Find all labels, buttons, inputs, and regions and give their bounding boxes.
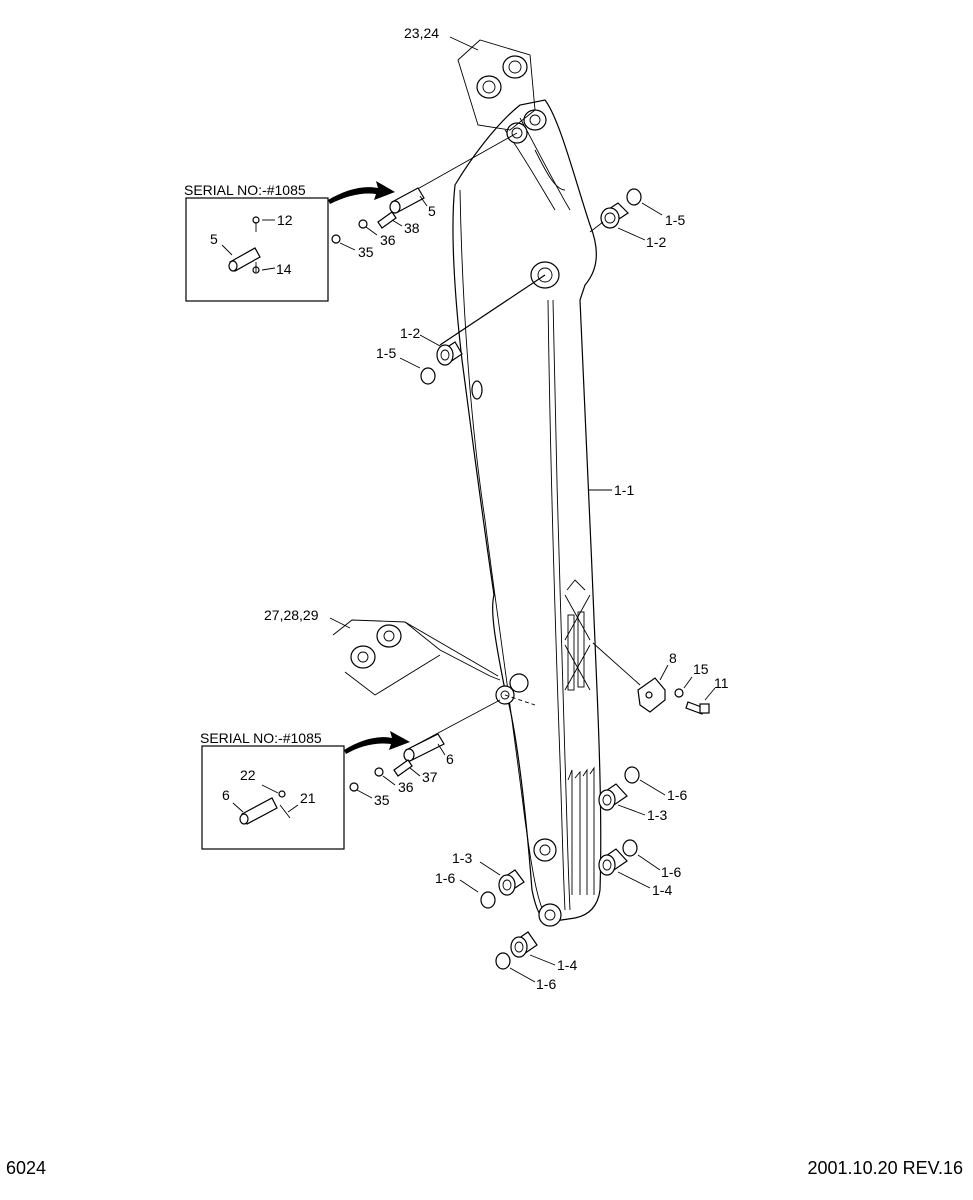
- callout-38: 38: [404, 220, 420, 236]
- boom-arm: [452, 99, 602, 923]
- callout-1-3: 1-3: [452, 850, 472, 866]
- inset-upper-label-5: 5: [210, 231, 218, 247]
- callout-35: 35: [358, 244, 374, 260]
- inset-labels: SERIAL NO:-#1085 12 5 14 SERIAL NO:-#108…: [184, 182, 322, 806]
- inset-lower-label-6: 6: [222, 787, 230, 803]
- callout-27-28-29: 27,28,29: [264, 607, 319, 623]
- callout-8: 8: [669, 650, 677, 666]
- boom-pin-bosses: [471, 109, 562, 927]
- bushing-lower-right-a: [598, 766, 666, 816]
- inset-serial-upper: [185, 181, 395, 302]
- callout-1-6: 1-6: [661, 864, 681, 880]
- callout-1-1: 1-1: [614, 482, 634, 498]
- callout-5: 5: [428, 203, 436, 219]
- bushing-bottom: [495, 931, 556, 983]
- revision-date: 2001.10.20 REV.16: [807, 1158, 963, 1178]
- bushing-lower-left: [459, 861, 525, 909]
- bushing-lower-right-b: [598, 839, 661, 889]
- callout-1-6: 1-6: [435, 870, 455, 886]
- pin-assembly-upper: [331, 187, 428, 251]
- bushing-middle-left: [399, 274, 546, 385]
- callout-36: 36: [398, 779, 414, 795]
- callout-1-4: 1-4: [557, 957, 577, 973]
- inset-lower-label-21: 21: [300, 790, 316, 806]
- callout-6: 6: [446, 751, 454, 767]
- inset-upper-label-12: 12: [277, 212, 293, 228]
- callout-1-6: 1-6: [667, 787, 687, 803]
- page-number: 6024: [6, 1158, 47, 1178]
- shim-group-27-28-29: [329, 617, 501, 696]
- pin-assembly-lower: [349, 733, 446, 799]
- callout-37: 37: [422, 769, 438, 785]
- callout-1-6: 1-6: [536, 976, 556, 992]
- arrow-icon: [328, 181, 395, 204]
- bushing-upper-right: [589, 188, 663, 241]
- callout-1-2: 1-2: [400, 325, 420, 341]
- callout-1-2: 1-2: [646, 234, 666, 250]
- callout-1-5: 1-5: [665, 212, 685, 228]
- callout-36: 36: [380, 232, 396, 248]
- inset-serial-lower: [201, 731, 410, 850]
- callout-1-4: 1-4: [652, 882, 672, 898]
- plate-assembly-8: [592, 642, 716, 715]
- callout-1-3: 1-3: [647, 807, 667, 823]
- inset-lower-label-22: 22: [240, 767, 256, 783]
- serial-number-title-upper: SERIAL NO:-#1085: [184, 182, 306, 198]
- callout-labels: 23,24 5 38 36 35 1-5 1-2 1-2 1-5 1-1 27,…: [264, 25, 729, 992]
- inset-upper-label-14: 14: [276, 261, 292, 277]
- serial-number-title-lower: SERIAL NO:-#1085: [200, 730, 322, 746]
- shim-group-23-24: [449, 36, 536, 131]
- callout-23-24: 23,24: [404, 25, 439, 41]
- callout-1-5: 1-5: [376, 345, 396, 361]
- callout-35: 35: [374, 792, 390, 808]
- callout-15: 15: [693, 661, 709, 677]
- arrow-icon: [344, 731, 410, 754]
- callout-11: 11: [714, 675, 729, 691]
